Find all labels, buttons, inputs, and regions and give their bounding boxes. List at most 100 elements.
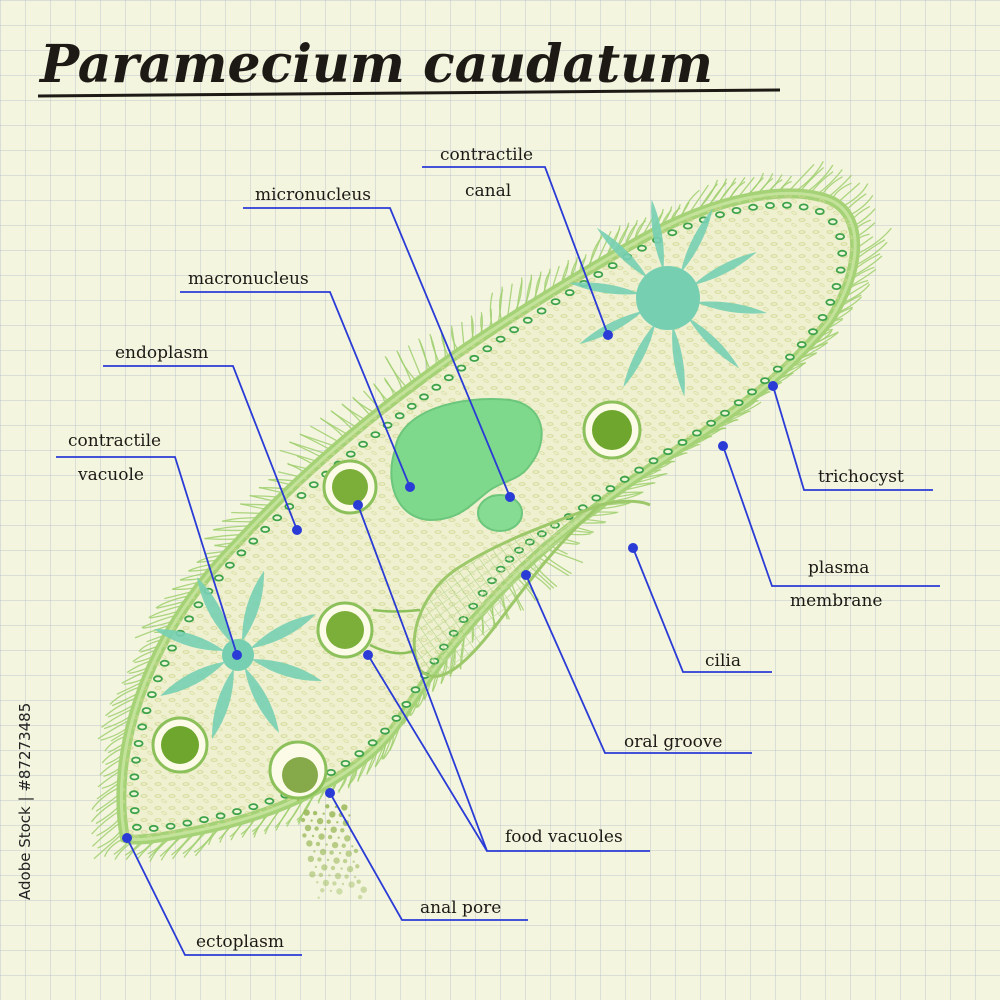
debris-particle [337,836,340,839]
debris-particle [325,843,328,846]
debris-particle [334,872,342,880]
trichocyst [637,244,647,252]
debris-particle [323,827,327,831]
contractile-canal [251,659,323,682]
debris-particle [316,881,319,884]
trichocyst [148,824,159,832]
trichocyst [193,601,204,609]
contractile-canal [695,301,767,314]
debris-particle [331,841,339,849]
trichocyst [550,298,561,306]
debris-particle [344,874,349,879]
trichocyst [391,714,402,722]
debris-particle [327,834,333,840]
trichocyst [731,206,742,214]
label-ectoplasm: ectoplasm [196,932,284,952]
debris-particle [320,888,325,893]
debris-particle [341,843,346,848]
debris-particle [317,896,320,899]
trichocyst [354,750,365,758]
macronucleus-shape [390,398,543,522]
debris-particle [326,819,331,824]
cilium [289,441,329,456]
trichocyst [380,727,390,735]
trichocyst [747,388,757,396]
trichocyst [720,409,730,417]
debris-particle [345,850,352,857]
debris-particle [316,817,324,825]
debris-particle [314,826,319,831]
trichocyst [131,756,141,764]
trichocyst [264,797,275,805]
debris-particle [300,817,306,823]
trichocyst [605,485,616,493]
trichocyst [536,307,547,315]
vacuole-stalk [372,608,421,613]
leader-lines [56,166,940,956]
contractile-canal [651,199,664,271]
debris-particle [341,804,348,811]
trichocyst [607,262,618,270]
trichocyst [165,822,176,830]
trichocyst [782,201,792,209]
trichocyst [248,803,259,811]
debris-particle [348,881,355,888]
trichocyst [564,289,575,297]
trichocyst [772,365,783,373]
debris-particle [353,875,357,879]
trichocyst [835,266,846,274]
trichocyst [765,201,775,209]
trichocyst [591,494,602,502]
contractile-canal [623,323,656,388]
contractile-canal [211,668,234,740]
debris-particle [312,810,318,816]
label-macronucleus: macronucleus [188,269,309,289]
trichocyst [182,819,193,827]
debris-particle [318,833,325,840]
debris-particle [336,821,339,824]
debris-particle [329,850,334,855]
food-vacuole [151,716,209,774]
trichocyst [146,691,157,699]
trichocyst [495,335,506,343]
debris-particle [313,850,316,853]
label-plasma-membrane-line1: plasma [808,558,869,578]
label-contractile-vacuole-line1: contractile [68,431,161,451]
trichocyst [215,812,226,820]
trichocyst [825,298,836,306]
trichocyst [370,431,381,439]
debris-particle [309,871,316,878]
debris-particle [330,865,336,871]
debris-particle [326,858,330,862]
label-contractile-vacuole-line2: vacuole [77,465,144,485]
trichocyst [796,341,807,349]
cilium [279,449,320,463]
debris-particle [322,812,325,815]
contractile-canal [579,310,644,345]
label-food-vacuoles: food vacuoles [505,827,623,847]
trichocyst [522,316,533,324]
label-contractile-canal-line1: contractile [440,145,533,165]
debris-particle [344,835,351,842]
debris-particle [311,834,315,838]
trichocyst [141,707,152,715]
debris-particle [341,882,345,886]
trichocyst [715,211,725,219]
page-title: Paramecium caudatum [38,34,713,95]
cilium [397,352,418,383]
debris-particle [351,845,354,848]
trichocyst [509,326,519,334]
trichocyst [272,514,283,522]
trichocyst [469,354,480,362]
trichocyst [419,393,429,401]
trichocyst [167,644,178,652]
label-oral-groove: oral groove [624,732,722,752]
trichocyst [367,739,378,747]
trichocyst [760,377,770,385]
debris-particle [307,855,315,863]
trichocyst [131,823,142,831]
trichocyst [808,328,818,336]
debris-particle [325,804,330,809]
debris-particle [360,886,367,893]
debris-particle [310,819,313,822]
